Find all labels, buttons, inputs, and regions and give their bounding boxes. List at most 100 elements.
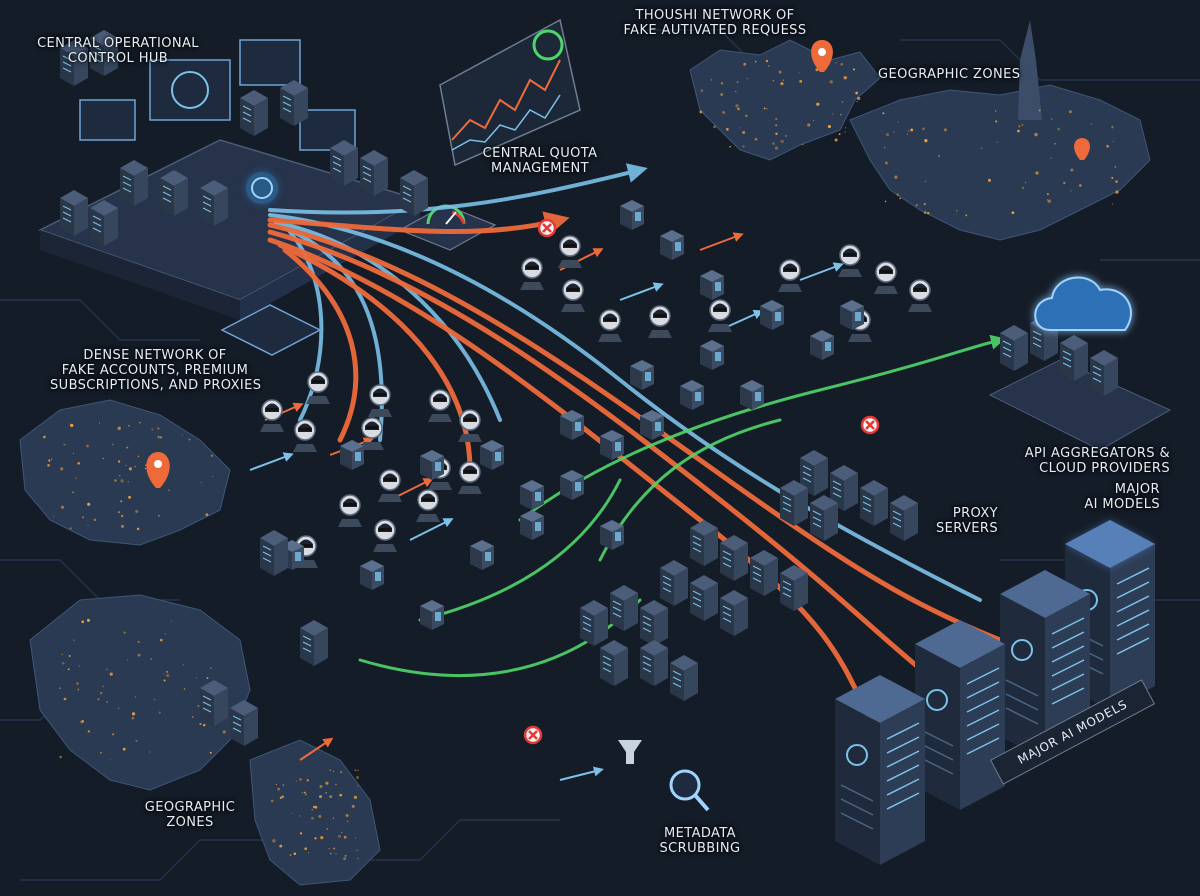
city-light (1106, 144, 1109, 148)
city-light (100, 752, 102, 754)
city-light (168, 489, 170, 492)
city-light (200, 481, 202, 484)
city-light (834, 138, 838, 142)
city-light (151, 428, 154, 431)
server-rack-icon (609, 584, 639, 632)
city-light (78, 665, 80, 667)
city-light (329, 769, 331, 772)
city-light (815, 68, 819, 72)
map-americas-bottom (29, 594, 381, 886)
city-light (827, 124, 832, 129)
city-light (924, 138, 928, 143)
account-card-icon (700, 340, 724, 370)
city-light (120, 524, 125, 528)
city-light (335, 783, 337, 786)
city-light (106, 668, 108, 671)
city-light (181, 434, 183, 436)
city-light (927, 211, 930, 215)
city-light (117, 426, 121, 430)
city-light (844, 127, 847, 129)
city-light (304, 847, 308, 851)
city-light (312, 805, 316, 808)
city-light (1115, 180, 1118, 183)
city-light (163, 679, 166, 682)
city-light (299, 832, 303, 835)
city-light (222, 730, 226, 734)
city-light (343, 857, 346, 861)
city-light (159, 436, 163, 439)
city-light (768, 65, 770, 67)
city-light (100, 691, 103, 695)
hooded-user-icon (837, 244, 863, 278)
city-light (1112, 203, 1114, 205)
city-light (840, 114, 842, 116)
city-light (117, 460, 121, 463)
city-light (114, 479, 117, 482)
city-light (50, 458, 53, 460)
city-light (120, 479, 124, 483)
city-light (965, 214, 968, 217)
city-light (62, 662, 65, 665)
account-card-icon (420, 600, 444, 630)
city-light (330, 852, 332, 855)
city-light (844, 131, 846, 133)
city-light (63, 443, 66, 446)
server-rack-icon (119, 159, 149, 207)
city-light (1090, 123, 1093, 125)
city-light (881, 130, 883, 132)
city-light (738, 127, 741, 129)
server-rack-icon (299, 619, 329, 667)
server-rack-icon (579, 599, 609, 647)
city-light (1114, 166, 1117, 168)
city-lights (43, 59, 1119, 861)
city-light (87, 524, 89, 526)
city-light (1111, 176, 1114, 180)
city-light (742, 131, 746, 134)
city-light (1112, 140, 1115, 143)
account-card-icon (480, 440, 504, 470)
city-light (857, 96, 861, 101)
city-light (816, 102, 820, 106)
server-rack-icon (89, 199, 119, 247)
server-rack-icon (239, 89, 269, 137)
city-light (1018, 125, 1021, 128)
city-light (320, 836, 324, 840)
city-light (298, 815, 301, 817)
control-tablet (220, 304, 322, 356)
city-light (344, 854, 347, 857)
city-light (338, 834, 341, 838)
city-light (856, 101, 858, 103)
city-light (924, 180, 927, 183)
city-light (1034, 132, 1038, 137)
server-rack-icon (279, 79, 309, 127)
metadata-scrubber (618, 740, 710, 812)
node-links (249, 232, 844, 781)
city-light (111, 443, 114, 446)
city-light (318, 814, 322, 818)
city-light (210, 667, 212, 670)
city-light (938, 155, 940, 157)
city-light (158, 711, 161, 714)
city-light (275, 783, 277, 786)
city-light (778, 70, 782, 74)
city-light (1035, 171, 1039, 175)
city-light (137, 455, 140, 458)
city-light (125, 465, 127, 467)
city-light (188, 438, 191, 441)
hooded-user-icon (337, 494, 363, 528)
city-light (832, 113, 834, 115)
city-light (923, 211, 927, 215)
city-light (742, 145, 745, 148)
city-light (351, 804, 355, 808)
city-light (324, 791, 328, 794)
label-geographic-zones-top: Geographic Zones (878, 67, 1021, 82)
city-light (68, 654, 71, 658)
city-light (61, 653, 63, 655)
city-light (304, 793, 308, 796)
cloud-icon (1034, 276, 1132, 331)
city-light (319, 795, 323, 799)
server-rack-icon (229, 699, 259, 747)
city-light (882, 112, 885, 115)
city-light (131, 712, 136, 716)
hooded-user-icon (367, 384, 393, 418)
